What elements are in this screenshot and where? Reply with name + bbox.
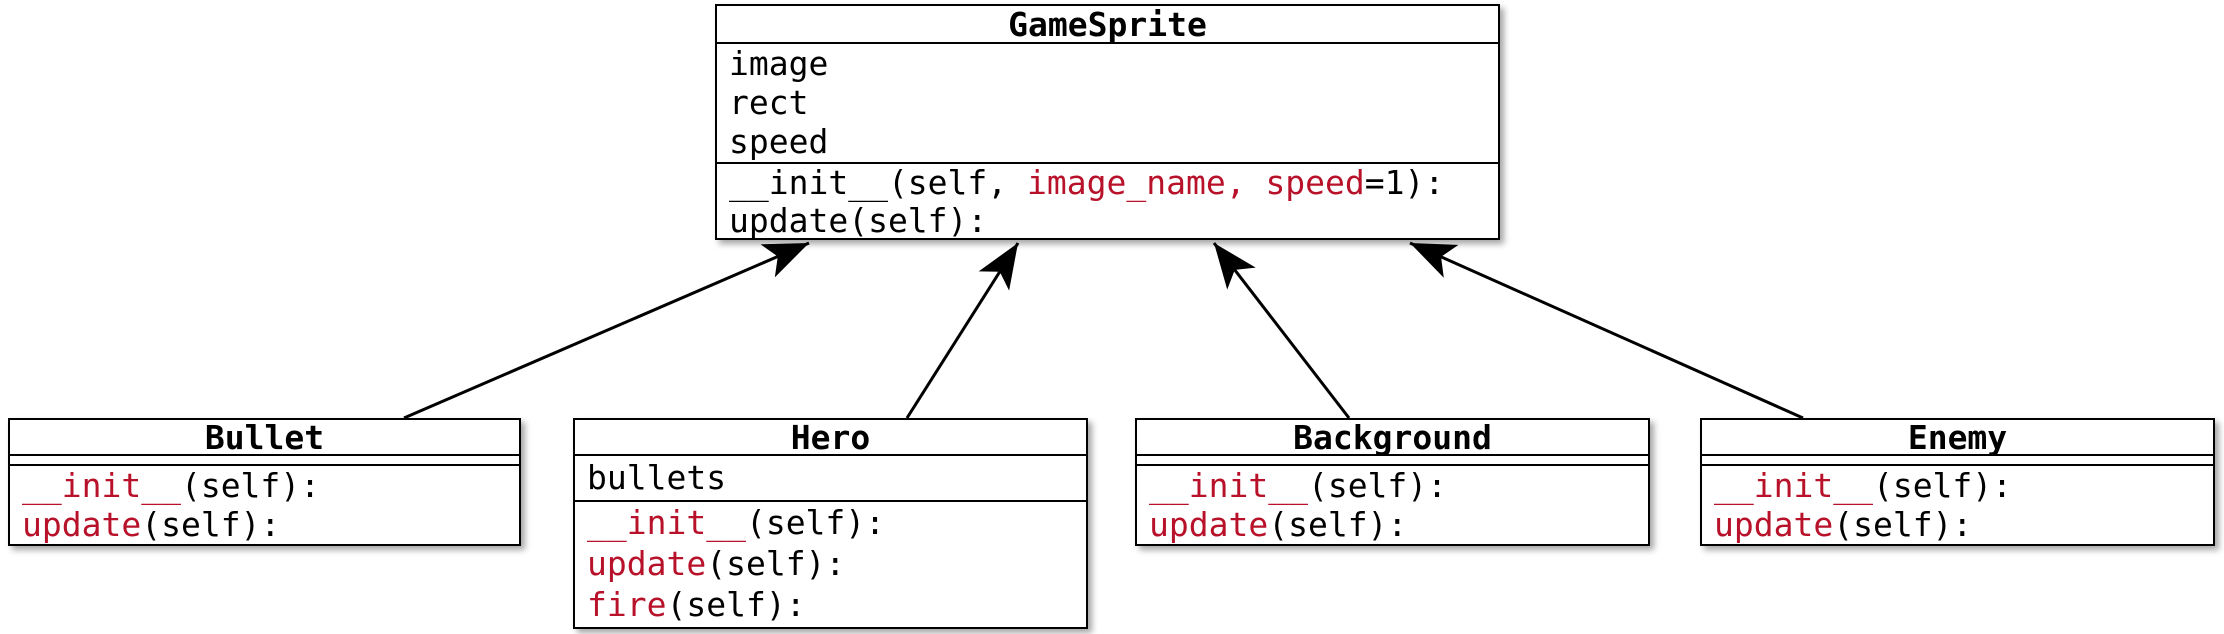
methods-compartment: __init__(self):update(self): [1702,466,2213,544]
method-segment: (self): [1872,466,2013,505]
method-line: __init__(self): [1137,466,1648,505]
method-segment: =1): [1364,164,1445,202]
method-line: fire(self): [575,584,1086,625]
class-title: Background [1137,418,1648,457]
methods-compartment: __init__(self, image_name, speed=1):upda… [717,164,1498,240]
method-segment [1246,164,1266,202]
method-segment: __init__ [22,466,181,505]
method-line: __init__(self): [575,502,1086,543]
method-line: update(self): [717,202,1498,240]
inheritance-arrow-enemy-to-gamesprite [1409,241,1804,420]
method-segment: image_name, [1027,164,1246,202]
methods-compartment: __init__(self):update(self): [1137,466,1648,544]
method-segment: __init__(self, [729,164,1028,202]
method-line: update(self): [1137,505,1648,544]
method-line: update(self): [10,505,519,544]
class-title: Enemy [1702,418,2213,457]
method-line: update(self): [575,543,1086,584]
method-segment: __init__ [1149,466,1308,505]
method-segment: (self): [706,544,846,583]
method-segment: update [1714,505,1834,544]
method-segment: __init__ [587,503,746,542]
method-line: __init__(self, image_name, speed=1): [717,164,1498,202]
class-box-background: Background__init__(self):update(self): [1135,418,1650,546]
attributes-compartment: bullets [575,456,1086,502]
attribute-line: bullets [587,458,727,497]
method-segment: (self): [1307,466,1448,505]
method-segment: __init__ [1714,466,1873,505]
method-segment: (self): [1268,505,1408,544]
attributes-compartment [10,456,519,466]
method-segment: (self): [1833,505,1973,544]
inheritance-arrow-bullet-to-gamesprite [403,241,810,420]
method-segment: fire [587,585,667,624]
attributes-compartment [1702,456,2213,466]
class-box-enemy: Enemy__init__(self):update(self): [1700,418,2215,546]
class-title: Bullet [10,418,519,457]
method-segment: (self): [141,505,281,544]
class-title: GameSprite [717,5,1498,44]
methods-compartment: __init__(self):update(self): [10,466,519,544]
attribute-line: speed [729,122,829,161]
method-segment: (self): [666,585,806,624]
method-segment: speed [1265,164,1365,202]
methods-compartment: __init__(self):update(self):fire(self): [575,502,1086,625]
attribute-line: rect [729,83,809,122]
method-line: __init__(self): [10,466,519,505]
method-segment: update(self): [729,201,988,240]
class-title: Hero [575,418,1086,457]
attributes-compartment [1137,456,1648,466]
method-segment: update [587,544,707,583]
attribute-line: image [729,44,829,83]
inheritance-arrow-background-to-gamesprite [1212,242,1351,419]
method-segment: update [22,505,142,544]
method-segment: update [1149,505,1269,544]
method-line: update(self): [1702,505,2213,544]
method-segment: (self): [180,466,321,505]
method-line: __init__(self): [1702,466,2213,505]
method-segment: (self): [745,503,886,542]
inheritance-arrow-hero-to-gamesprite [905,242,1020,419]
class-box-bullet: Bullet__init__(self):update(self): [8,418,521,546]
